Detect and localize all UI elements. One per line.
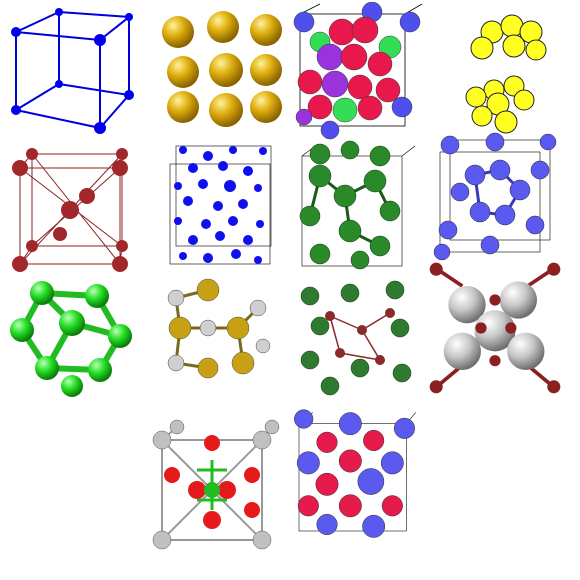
binary-chain-molecule-image — [148, 268, 288, 408]
hexagonal-layers-image — [436, 2, 576, 142]
diamond-cubic-dots-image — [148, 136, 288, 276]
perovskite-like-cell-svg — [152, 419, 280, 550]
network-with-bridges-image — [290, 268, 430, 408]
clathrate-cage-cell-svg — [433, 132, 557, 261]
close-packed-spheres-svg — [162, 11, 282, 127]
multi-element-packed-cell-image — [290, 2, 430, 142]
network-with-bridges-svg — [300, 280, 412, 396]
body-centered-cubic-svg — [12, 148, 128, 272]
simple-cubic-lattice-svg — [11, 8, 134, 134]
perovskite-like-cell-image — [142, 415, 282, 555]
ionic-packed-cell-image — [285, 405, 425, 545]
tetrahedral-network-svg — [299, 140, 416, 270]
multi-element-packed-cell-svg — [293, 2, 423, 140]
icosahedral-cluster-svg — [10, 281, 132, 397]
ionic-packed-cell-svg — [294, 409, 416, 538]
binary-chain-molecule-svg — [167, 278, 271, 379]
tetrahedral-network-image — [290, 136, 430, 276]
clathrate-cage-cell-image — [430, 130, 570, 270]
close-packed-spheres-image — [148, 2, 288, 142]
large-spheres-with-bonds-svg — [429, 262, 561, 394]
icosahedral-cluster-image — [2, 268, 142, 408]
large-spheres-with-bonds-image — [425, 258, 565, 398]
simple-cubic-lattice-image — [2, 2, 142, 142]
diamond-cubic-dots-svg — [169, 145, 272, 265]
body-centered-cubic-image — [2, 136, 142, 276]
hexagonal-layers-svg — [465, 14, 547, 134]
